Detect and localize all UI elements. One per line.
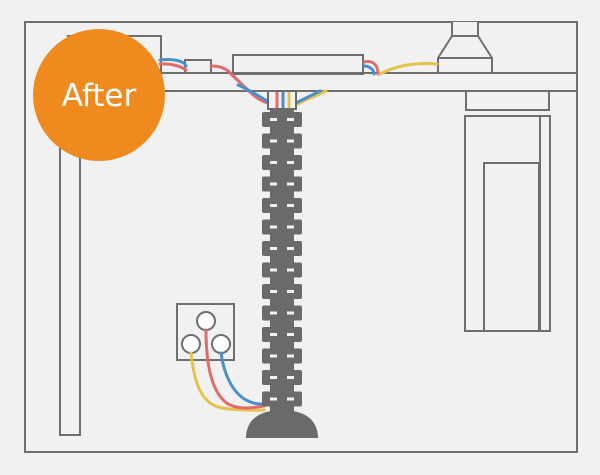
spine-top-opening bbox=[267, 90, 297, 110]
spine-core bbox=[270, 108, 294, 413]
spine-vertebra-slot bbox=[287, 247, 294, 250]
spine-vertebra-slot bbox=[270, 118, 277, 121]
spine-vertebra-slot bbox=[270, 247, 277, 250]
filing-cabinet-icon bbox=[464, 90, 551, 332]
spine-vertebra bbox=[262, 133, 302, 149]
cabinet-drawer bbox=[483, 162, 540, 332]
spine-vertebra bbox=[262, 327, 302, 342]
spine-vertebra bbox=[262, 112, 302, 127]
spine-vertebra bbox=[262, 262, 302, 278]
spine-vertebra-slot bbox=[287, 354, 294, 358]
spine-vertebra-slot bbox=[287, 333, 294, 336]
spine-vertebra-slot bbox=[287, 376, 294, 379]
wire-red-socket bbox=[204, 328, 266, 410]
spine-vertebra bbox=[262, 284, 302, 299]
spine-vertebra-slot bbox=[287, 204, 294, 207]
cable-management-spine-icon bbox=[262, 108, 302, 413]
spine-vertebra-slot bbox=[270, 311, 277, 315]
wire-yellow-right bbox=[296, 62, 439, 106]
spine-vertebra bbox=[262, 155, 302, 170]
scene-frame bbox=[24, 21, 578, 453]
wire-blue-socket bbox=[219, 351, 266, 406]
wire-yellow-socket bbox=[189, 351, 266, 412]
spine-vertebra bbox=[262, 370, 302, 385]
spine-vertebra-slot bbox=[270, 397, 277, 401]
spine-vertebra bbox=[262, 176, 302, 192]
spine-vertebra-slot bbox=[270, 161, 277, 164]
cabinet-top-strip bbox=[465, 90, 550, 111]
wire-red-brick bbox=[209, 64, 272, 106]
spine-vertebra bbox=[262, 198, 302, 213]
spine-vertebra-slot bbox=[287, 397, 294, 401]
spine-vertebra-slot bbox=[287, 182, 294, 186]
spine-vertebra-slot bbox=[270, 376, 277, 379]
spine-vertebra-slot bbox=[287, 225, 294, 229]
spine-vertebra-slot bbox=[287, 161, 294, 164]
wire-blue-left bbox=[158, 58, 188, 68]
spine-vertebra-slot bbox=[287, 139, 294, 143]
spine-vertebra bbox=[262, 219, 302, 235]
wire-blue-center bbox=[362, 64, 376, 76]
after-badge: After bbox=[33, 29, 165, 161]
spine-vertebra-slot bbox=[270, 139, 277, 143]
spine-base bbox=[246, 410, 318, 438]
spine-vertebra-slot bbox=[287, 268, 294, 272]
socket-hole-right bbox=[211, 334, 231, 354]
power-brick bbox=[184, 59, 212, 74]
spine-vertebra-slot bbox=[270, 354, 277, 358]
spine-vertebra-slot bbox=[270, 333, 277, 336]
socket-hole-left bbox=[181, 334, 201, 354]
desk-device-center bbox=[232, 54, 364, 75]
spine-vertebra-slot bbox=[270, 204, 277, 207]
spine-vertebra bbox=[262, 348, 302, 364]
spine-vertebra-slot bbox=[287, 311, 294, 315]
socket-hole-top bbox=[196, 311, 216, 331]
spine-vertebra-slot bbox=[287, 118, 294, 121]
spine-vertebra-slot bbox=[287, 290, 294, 293]
spine-vertebra-slot bbox=[270, 290, 277, 293]
spine-vertebra bbox=[262, 391, 302, 407]
spine-vertebra-slot bbox=[270, 182, 277, 186]
spine-vertebra-slot bbox=[270, 225, 277, 229]
spine-vertebra bbox=[262, 305, 302, 321]
after-badge-label: After bbox=[62, 78, 137, 114]
wire-red-left bbox=[158, 62, 188, 72]
socket-wires bbox=[189, 328, 266, 412]
wire-red-center bbox=[362, 60, 380, 76]
monitor-stand bbox=[437, 22, 493, 73]
spine-vertebra bbox=[262, 241, 302, 256]
after-badge-circle bbox=[33, 29, 165, 161]
spine-vertebra-slot bbox=[270, 268, 277, 272]
